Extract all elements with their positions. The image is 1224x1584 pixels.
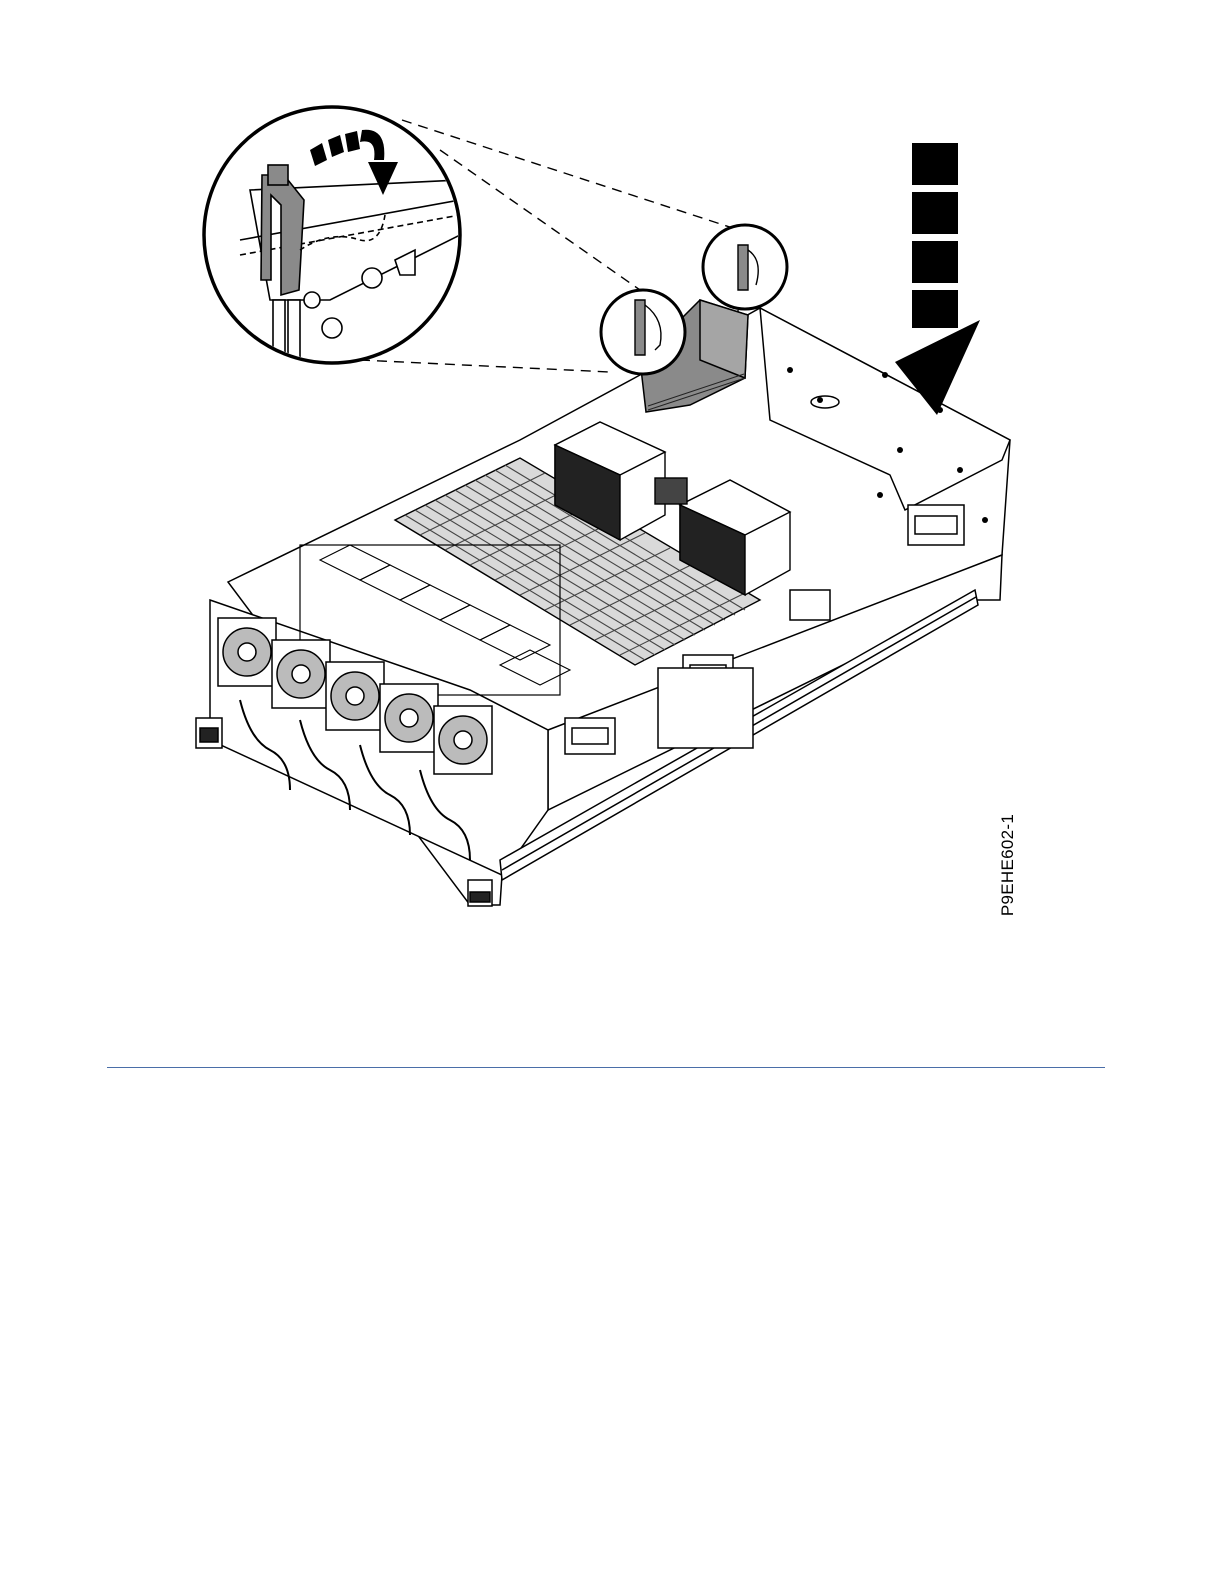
section-divider — [107, 1067, 1105, 1068]
figure-id-label: P9EHE602-1 — [998, 814, 1018, 916]
server-chassis-illustration — [0, 0, 1224, 960]
down-arrow-icon — [895, 143, 980, 415]
